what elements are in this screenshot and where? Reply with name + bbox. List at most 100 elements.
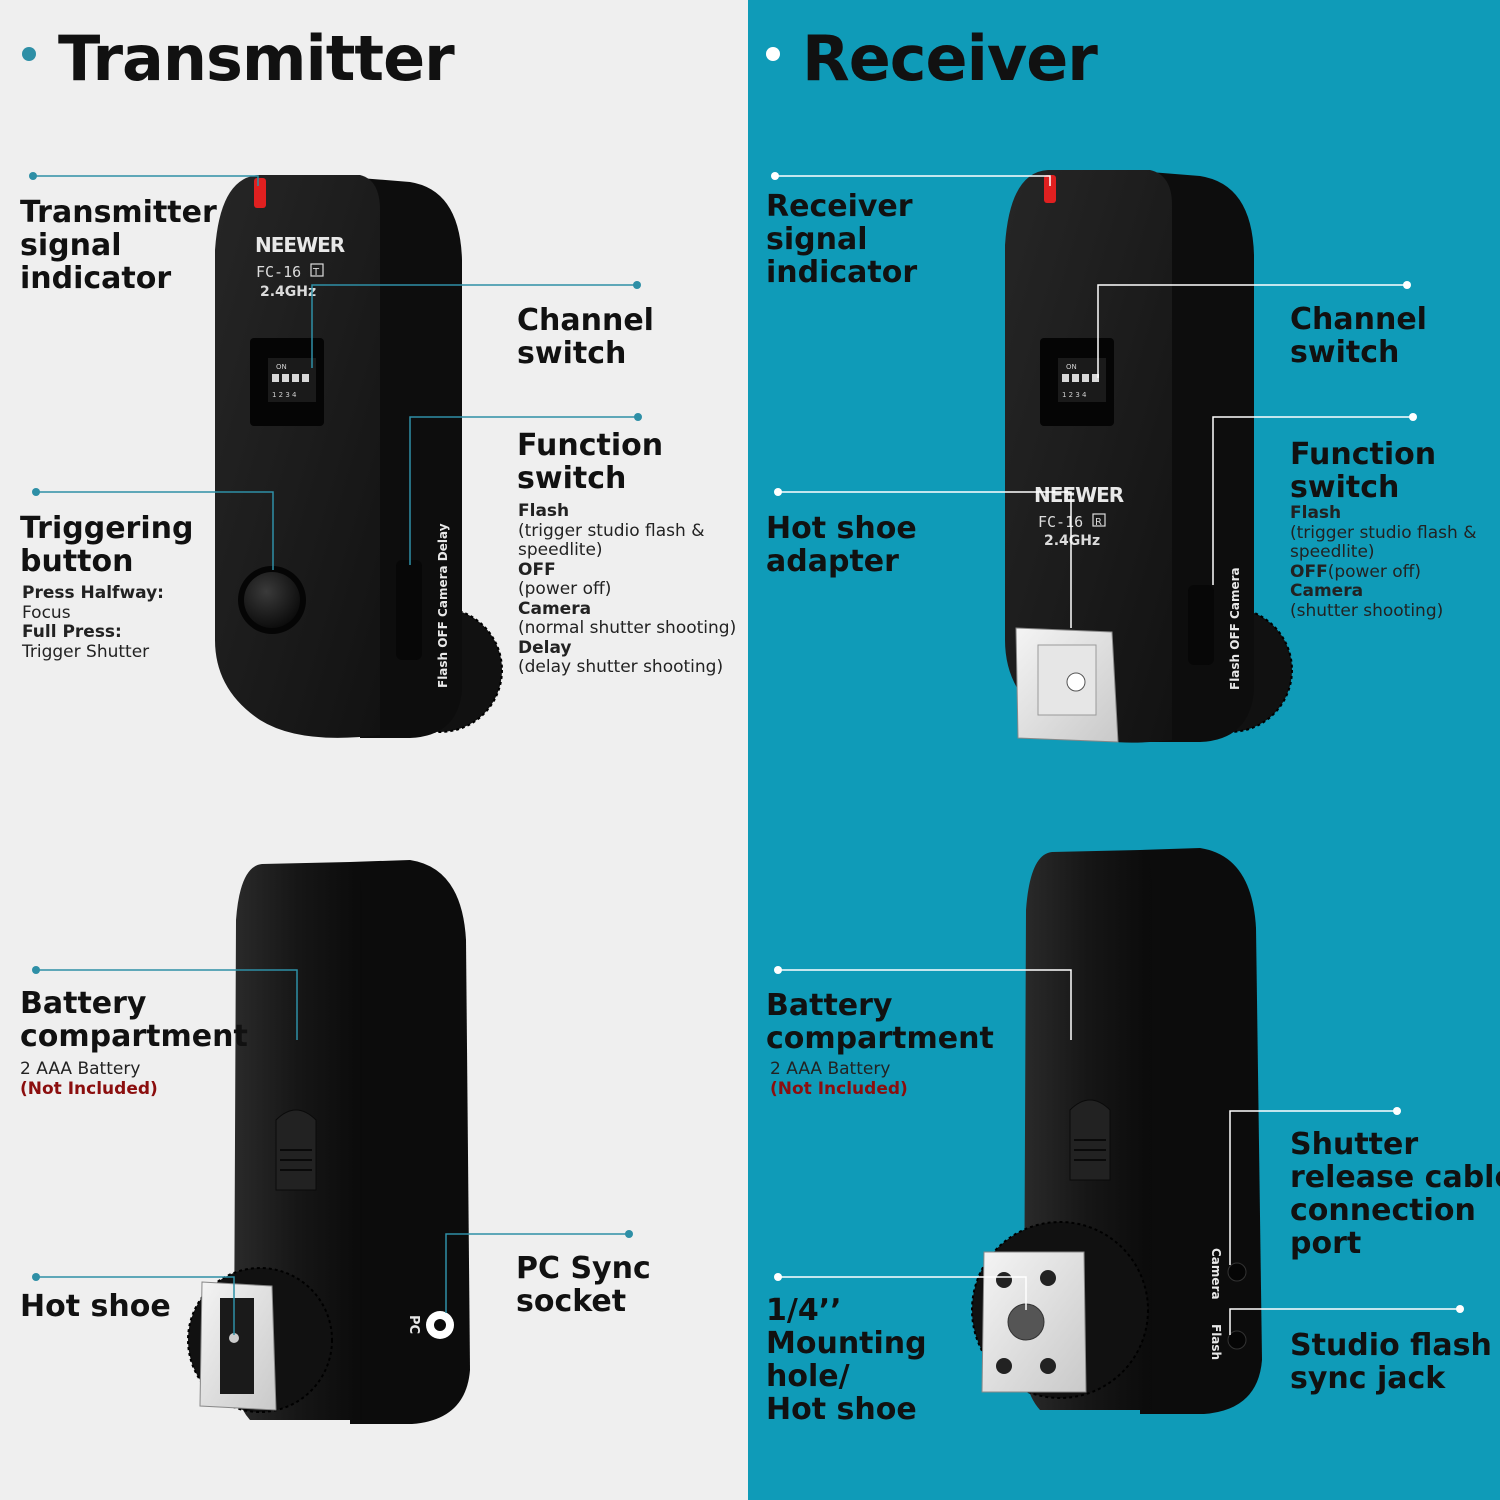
detail-line: Camera: [518, 598, 736, 620]
detail-text: Full Press:: [22, 622, 122, 642]
transmitter-led: [254, 178, 266, 208]
detail-text: Flash: [518, 501, 570, 521]
detail-text: (power off): [518, 579, 612, 599]
receiver-back-side: [1140, 848, 1262, 1414]
receiver-flash-port[interactable]: [1227, 1330, 1247, 1350]
transmitter-brand: NEEWER: [255, 233, 345, 257]
receiver-front-device: ON 1 2 3 4 NEEWER FC-16 R 2.4GHz Flash O…: [1005, 170, 1293, 743]
transmitter-back-device: PC: [187, 860, 470, 1424]
transmitter-body: [215, 175, 380, 738]
detail-text: (delay shutter shooting): [518, 657, 724, 677]
transmitter-model: FC-16: [256, 263, 301, 281]
detail-line: Camera: [1290, 581, 1476, 602]
detail-line: OFF(power off): [1290, 561, 1476, 583]
receiver-title-bullet: [766, 46, 780, 61]
detail-line: (trigger studio flash &: [1290, 522, 1477, 544]
transmitter-dip-numbers: 1 2 3 4: [272, 391, 297, 399]
receiver-model-badge: R: [1095, 517, 1102, 528]
detail-text: (shutter shooting): [1290, 600, 1444, 621]
transmitter-title: Transmitter: [22, 22, 455, 95]
transmitter-shoe-contact: [229, 1333, 239, 1343]
transmitter-model-badge: T: [312, 267, 320, 278]
transmitter-back-side: [350, 860, 470, 1424]
transmitter-front-device: NEEWER FC-16 T 2.4GHz ON 1 2 3 4 Flash O…: [215, 175, 503, 738]
detail-line: (delay shutter shooting): [518, 657, 736, 678]
receiver-title: Receiver: [766, 22, 1098, 95]
transmitter-switch-marks: Flash OFF Camera Delay: [436, 523, 450, 688]
detail-line: Full Press:: [22, 622, 164, 643]
transmitter-leader-dots: [29, 172, 642, 1281]
detail-line: (normal shutter shooting): [518, 618, 737, 639]
receiver-leader-dots: [771, 172, 1464, 1313]
transmitter-side: [360, 178, 462, 738]
detail-line: Trigger Shutter: [22, 641, 164, 663]
receiver-model-badge-box: [1092, 513, 1106, 527]
detail-text: Flash: [1290, 503, 1342, 523]
detail-line: speedlite): [518, 540, 736, 561]
detail-text: Focus: [22, 602, 71, 623]
transmitter-dip-on: ON: [276, 363, 287, 371]
detail-line: Focus: [22, 602, 164, 624]
detail-text: (normal shutter shooting): [518, 618, 737, 638]
receiver-battery-note: 2 AAA Battery(Not Included): [770, 1059, 908, 1099]
transmitter-function-switch[interactable]: [396, 560, 422, 660]
receiver-camera-port[interactable]: [1227, 1262, 1247, 1282]
transmitter-leader-lines: [33, 175, 638, 1335]
detail-line: Press Halfway:: [22, 583, 164, 604]
detail-line: Flash: [1290, 503, 1476, 524]
transmitter-frequency: 2.4GHz: [260, 284, 316, 300]
detail-text: Camera: [1290, 581, 1364, 601]
detail-text: (trigger studio flash &: [518, 520, 705, 541]
detail-text: (trigger studio flash &: [1290, 522, 1477, 543]
transmitter-battery-note: 2 AAA Battery(Not Included): [20, 1059, 158, 1099]
receiver-model: FC-16: [1038, 513, 1083, 531]
detail-text: speedlite): [1290, 542, 1375, 562]
detail-text: Camera: [518, 598, 592, 619]
transmitter-trigger-button[interactable]: [244, 572, 300, 628]
detail-suffix: (power off): [1327, 561, 1422, 582]
receiver-port-camera-mark: Camera: [1209, 1248, 1223, 1300]
detail-line: speedlite): [1290, 542, 1476, 563]
receiver-leader-lines: [775, 175, 1460, 1335]
detail-line: (trigger studio flash &: [518, 520, 736, 542]
detail-text: Trigger Shutter: [22, 641, 150, 662]
receiver-brand: NEEWER: [1034, 483, 1124, 507]
detail-text: Delay: [518, 637, 572, 658]
transmitter-function-details: Flash(trigger studio flash &speedlite)OF…: [518, 501, 737, 678]
detail-text: OFF: [1290, 561, 1328, 582]
detail-text: Press Halfway:: [22, 583, 164, 603]
receiver-back-device: Camera Flash: [971, 848, 1262, 1414]
detail-line: Delay: [518, 637, 736, 659]
receiver-side: [1150, 172, 1254, 742]
receiver-switch-marks: Flash OFF Camera: [1228, 567, 1242, 690]
receiver-function-details: Flash(trigger studio flash &speedlite)OF…: [1290, 503, 1477, 622]
receiver-adapter-contact: [1066, 672, 1086, 692]
receiver-function-switch[interactable]: [1188, 585, 1214, 665]
detail-line: (shutter shooting): [1290, 600, 1476, 622]
detail-text: OFF: [518, 559, 556, 580]
receiver-frequency: 2.4GHz: [1044, 533, 1100, 549]
detail-line: Flash: [518, 501, 736, 522]
transmitter-hot-shoe-label: Hot shoe: [20, 1289, 171, 1324]
receiver-led: [1044, 175, 1056, 203]
transmitter-title-bullet: [22, 46, 36, 61]
receiver-body: [1005, 170, 1172, 743]
detail-line: OFF: [518, 559, 736, 581]
receiver-port-flash-mark: Flash: [1209, 1324, 1223, 1360]
transmitter-model-badge-box: [310, 263, 324, 277]
